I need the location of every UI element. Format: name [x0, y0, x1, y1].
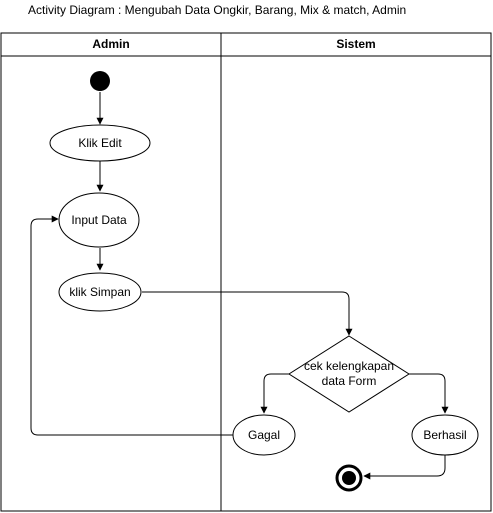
final-node[interactable] — [335, 464, 363, 492]
activity-berhasil[interactable]: Berhasil — [411, 414, 479, 456]
decision-label-line1: cek kelengkapan — [304, 359, 394, 373]
decision-label-line2: data Form — [322, 374, 377, 388]
decision-cek-kelengkapan[interactable]: cek kelengkapan data Form — [288, 335, 410, 413]
activity-klik-simpan-label: klik Simpan — [69, 285, 130, 299]
flow-decision-to-berhasil — [409, 373, 449, 414]
initial-node[interactable] — [90, 71, 110, 91]
activity-berhasil-label: Berhasil — [423, 428, 466, 442]
activity-input-data-label: Input Data — [71, 213, 127, 227]
activity-klik-simpan[interactable]: klik Simpan — [58, 272, 142, 312]
diagram-title: Activity Diagram : Mengubah Data Ongkir,… — [28, 3, 407, 17]
activity-input-data[interactable]: Input Data — [58, 192, 140, 248]
flow-decision-to-gagal — [260, 373, 290, 414]
swimlane-frame — [0, 32, 492, 512]
activity-gagal-label: Gagal — [248, 428, 280, 442]
lane-header-admin: Admin — [92, 37, 129, 51]
activity-gagal[interactable]: Gagal — [232, 414, 296, 456]
flow-klik-simpan-to-decision — [142, 291, 353, 336]
lane-header-sistem: Sistem — [336, 37, 375, 51]
flow-gagal-to-input-data — [30, 215, 233, 436]
flow-berhasil-to-end — [363, 455, 446, 480]
activity-klik-edit-label: Klik Edit — [78, 136, 122, 150]
activity-klik-edit[interactable]: Klik Edit — [49, 124, 151, 162]
